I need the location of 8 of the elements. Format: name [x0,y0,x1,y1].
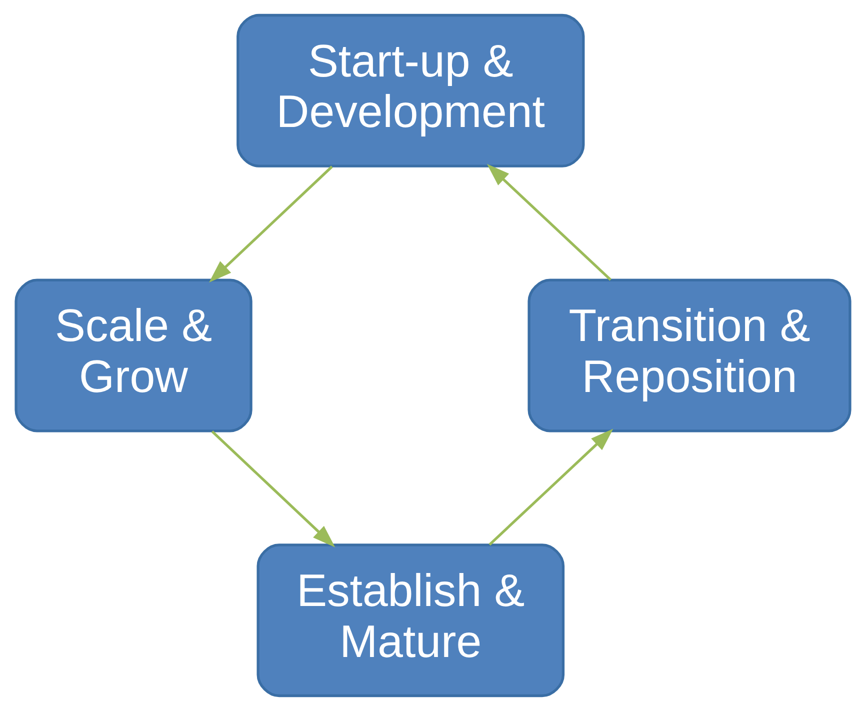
node-box: Start-up & Development [236,14,584,168]
arrow [210,430,335,548]
arrow [486,164,612,281]
arrow [208,166,332,283]
node-box: Scale & Grow [14,278,252,432]
node-box: Establish & Mature [256,544,564,698]
node-box: Transition & Reposition [527,278,851,432]
arrow [488,428,613,546]
